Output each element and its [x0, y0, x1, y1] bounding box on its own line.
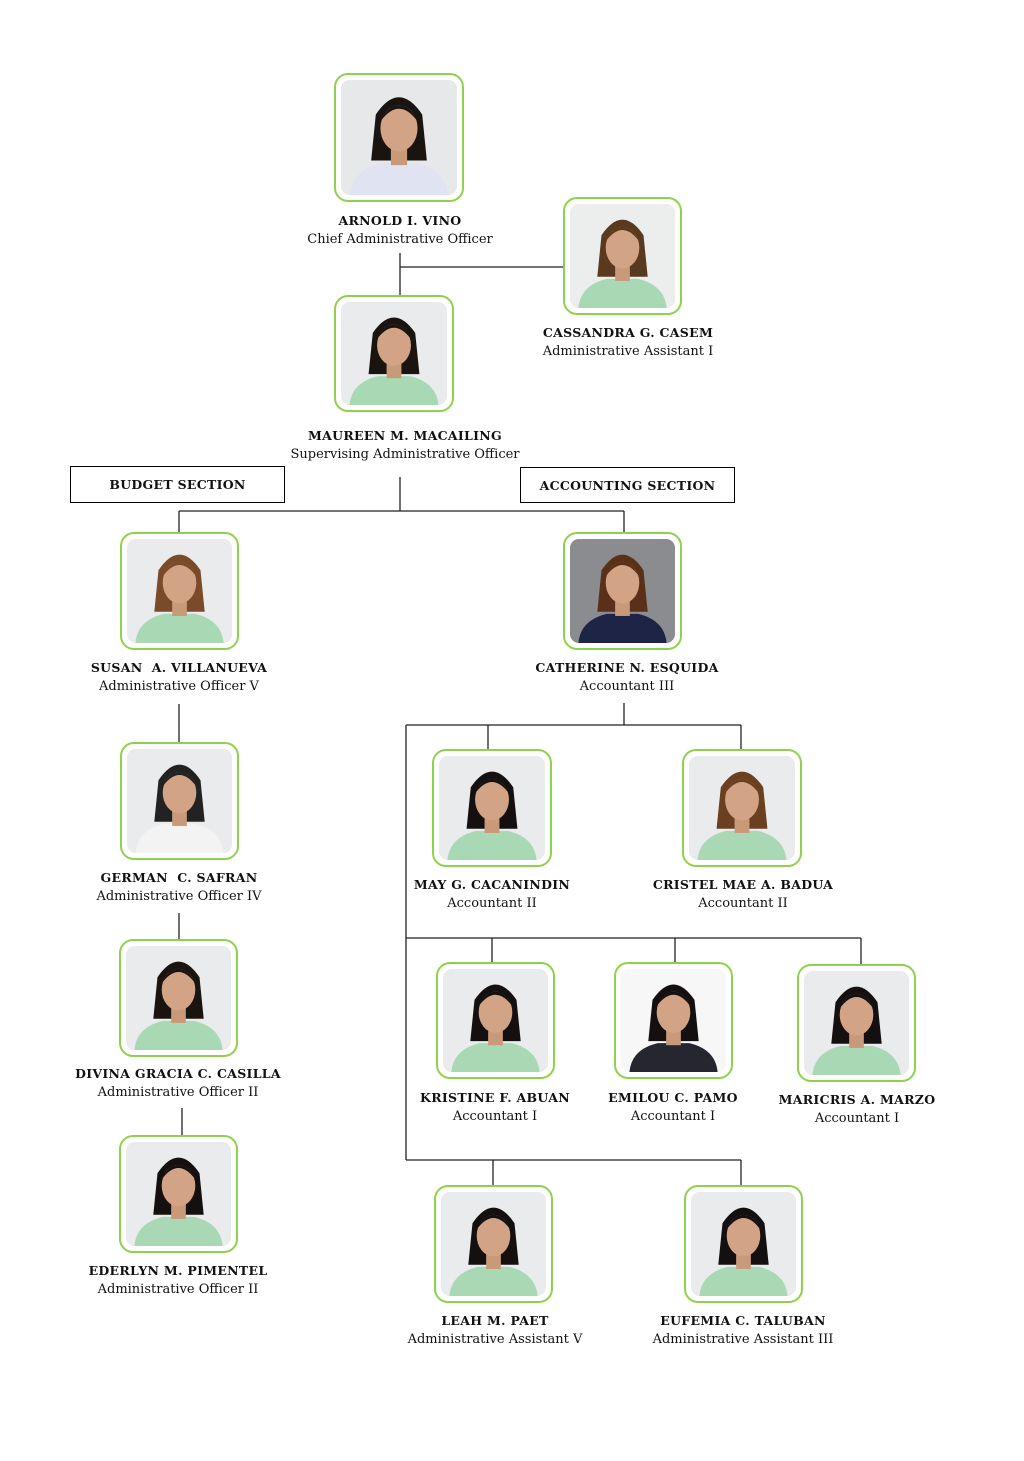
person-name: SUSAN A. VILLANUEVA [90, 660, 268, 675]
person-photo-frame [682, 749, 802, 867]
person-name: MAY G. CACANINDIN [413, 877, 571, 892]
person-photo [127, 749, 232, 853]
person-name: GERMAN C. SAFRAN [100, 870, 258, 885]
person-photo-frame [434, 1185, 553, 1303]
person-photo-frame [563, 532, 682, 650]
person-title: Accountant II [698, 896, 788, 911]
person-label: EUFEMIA C. TALUBAN Administrative Assista… [593, 1313, 893, 1347]
person-title: Supervising Administrative Officer [290, 447, 520, 462]
connector-line [178, 704, 183, 1135]
person-name: CASSANDRA G. CASEM [542, 325, 714, 340]
person-photo [570, 539, 675, 643]
person-name: MARICRIS A. MARZO [778, 1092, 936, 1107]
person-name: EUFEMIA C. TALUBAN [660, 1313, 826, 1328]
person-photo-frame [119, 939, 238, 1057]
connector-line [406, 937, 862, 964]
person-photo-frame [797, 964, 916, 1082]
person-title: Administrative Officer II [97, 1282, 259, 1297]
person-label: EDERLYN M. PIMENTEL Administrative Office… [28, 1263, 328, 1297]
person-label: MARICRIS A. MARZO Accountant I [707, 1092, 1007, 1126]
person-name: CATHERINE N. ESQUIDA [535, 660, 719, 675]
person-title: Administrative Assistant V [407, 1332, 583, 1347]
person-label: LEAH M. PAET Administrative Assistant V [345, 1313, 645, 1347]
person-photo [443, 969, 548, 1072]
budget-section-label: BUDGET SECTION [109, 477, 246, 492]
person-photo-frame [120, 532, 239, 650]
connector-line [178, 477, 625, 532]
person-label: CATHERINE N. ESQUIDA Accountant III [477, 660, 777, 694]
connector-line [399, 253, 563, 295]
person-photo-frame [614, 962, 733, 1079]
person-photo-frame [334, 73, 464, 202]
person-name: DIVINA GRACIA C. CASILLA [75, 1066, 281, 1081]
person-label: CRISTEL MAE A. BADUA Accountant II [593, 877, 893, 911]
person-title: Accountant I [814, 1111, 900, 1126]
person-label: MAY G. CACANINDIN Accountant II [342, 877, 642, 911]
person-label: KRISTINE F. ABUAN Accountant I [345, 1090, 645, 1124]
person-title: Administrative Officer IV [96, 889, 262, 904]
connector-line [405, 703, 742, 1160]
connector-line [406, 1159, 742, 1185]
person-photo [570, 204, 675, 308]
person-photo [341, 80, 457, 195]
person-photo [441, 1192, 546, 1296]
budget-section-box: BUDGET SECTION [70, 466, 285, 503]
accounting-section-label: ACCOUNTING SECTION [539, 477, 716, 493]
person-photo [126, 1142, 231, 1246]
person-photo-frame [563, 197, 682, 315]
person-photo-frame [119, 1135, 238, 1253]
person-photo-frame [432, 749, 552, 867]
person-photo-frame [684, 1185, 803, 1303]
person-photo [439, 756, 545, 860]
person-label: GERMAN C. SAFRAN Administrative Officer I… [29, 870, 329, 904]
person-title: Accountant III [579, 679, 675, 694]
person-photo [691, 1192, 796, 1296]
person-title: Chief Administrative Officer [307, 232, 493, 247]
person-photo [341, 302, 447, 405]
person-name: EDERLYN M. PIMENTEL [88, 1263, 268, 1278]
person-label: MAUREEN M. MACAILING Supervising Administ… [255, 428, 555, 462]
person-title: Administrative Assistant I [542, 344, 714, 359]
person-label: CASSANDRA G. CASEM Administrative Assista… [478, 325, 778, 359]
person-label: SUSAN A. VILLANUEVA Administrative Office… [29, 660, 329, 694]
person-title: Administrative Assistant III [652, 1332, 834, 1347]
person-name: LEAH M. PAET [441, 1313, 549, 1328]
person-photo [689, 756, 795, 860]
person-name: ARNOLD I. VINO [338, 213, 462, 228]
person-name: KRISTINE F. ABUAN [420, 1090, 570, 1105]
person-name: EMILOU C. PAMO [608, 1090, 738, 1105]
person-photo-frame [120, 742, 239, 860]
person-photo [621, 969, 726, 1072]
person-title: Accountant I [452, 1109, 538, 1124]
person-title: Administrative Officer II [97, 1085, 259, 1100]
person-photo-frame [334, 295, 454, 412]
person-title: Administrative Officer V [99, 679, 259, 694]
person-photo [804, 971, 909, 1075]
person-name: CRISTEL MAE A. BADUA [652, 877, 834, 892]
person-photo [126, 946, 231, 1050]
person-photo-frame [436, 962, 555, 1079]
person-title: Accountant I [630, 1109, 716, 1124]
person-title: Accountant II [447, 896, 537, 911]
person-name: MAUREEN M. MACAILING [308, 428, 502, 443]
person-photo [127, 539, 232, 643]
person-label: EMILOU C. PAMO Accountant I [523, 1090, 823, 1124]
person-label: ARNOLD I. VINO Chief Administrative Offic… [250, 213, 550, 247]
person-label: DIVINA GRACIA C. CASILLA Administrative O… [28, 1066, 328, 1100]
accounting-section-box: ACCOUNTING SECTION [520, 467, 735, 503]
